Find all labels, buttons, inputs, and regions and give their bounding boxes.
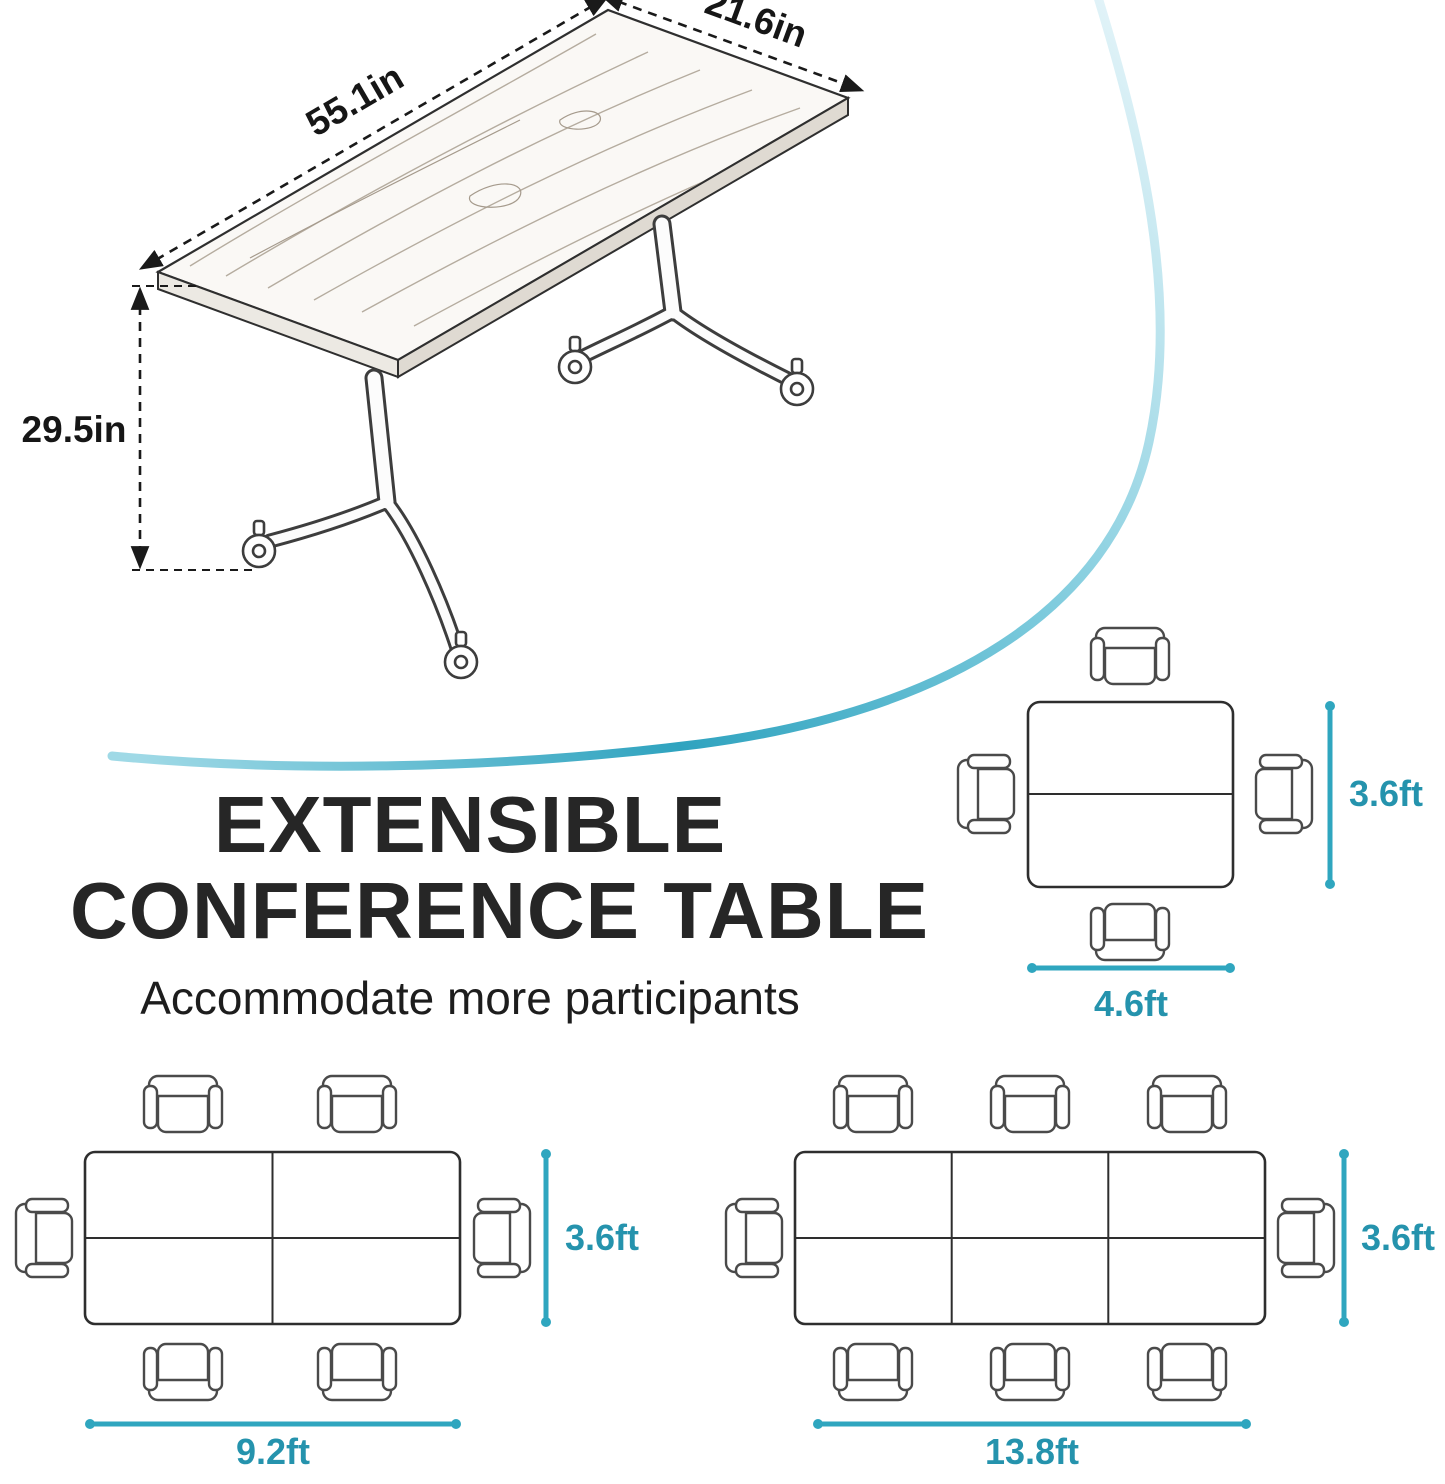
layout-triple: 3.6ft 13.8ft [724,1074,1435,1472]
heading-line2: CONFERENCE TABLE [70,866,929,956]
caster-icon [557,335,593,385]
triple-width-label: 13.8ft [985,1431,1079,1472]
chair-icon [1089,626,1171,686]
triple-depth-label: 3.6ft [1361,1217,1435,1258]
chair-icon [989,1074,1071,1134]
layout-double: 3.6ft 9.2ft [14,1074,639,1472]
chair-icon [1089,902,1171,962]
chair-icon [724,1197,784,1279]
caster-icon [241,519,277,569]
single-depth-label: 3.6ft [1349,773,1423,814]
swoosh-arc [107,0,1165,771]
chair-icon [142,1342,224,1402]
layout-single: 3.6ft 4.6ft [956,626,1423,1024]
chair-icon [472,1197,532,1279]
caster-icon [779,357,815,407]
dimension-height: 29.5in [22,285,252,571]
depth-label: 21.6in [700,0,813,56]
single-width-label: 4.6ft [1094,983,1168,1024]
table-leg-front [262,368,465,656]
chair-icon [1146,1342,1228,1402]
double-width-label: 9.2ft [236,1431,310,1472]
chair-icon [989,1342,1071,1402]
height-label: 29.5in [22,409,127,450]
chair-icon [832,1074,914,1134]
tabletop-edge-right [397,96,849,379]
chair-icon [1276,1197,1336,1279]
chair-icon [1254,753,1314,835]
heading-subtitle: Accommodate more participants [140,971,800,1024]
isometric-table-illustration [155,8,851,680]
chair-icon [142,1074,224,1134]
length-label: 55.1in [299,56,410,144]
chair-icon [14,1197,74,1279]
table-leg-rear [576,214,796,387]
chair-icon [316,1074,398,1134]
chair-icon [1146,1074,1228,1134]
heading-line1: EXTENSIBLE [213,780,727,869]
double-depth-label: 3.6ft [565,1217,639,1258]
heading-block: EXTENSIBLE CONFERENCE TABLE Accommodate … [70,780,929,1025]
chair-icon [316,1342,398,1402]
chair-icon [832,1342,914,1402]
chair-icon [956,753,1016,835]
